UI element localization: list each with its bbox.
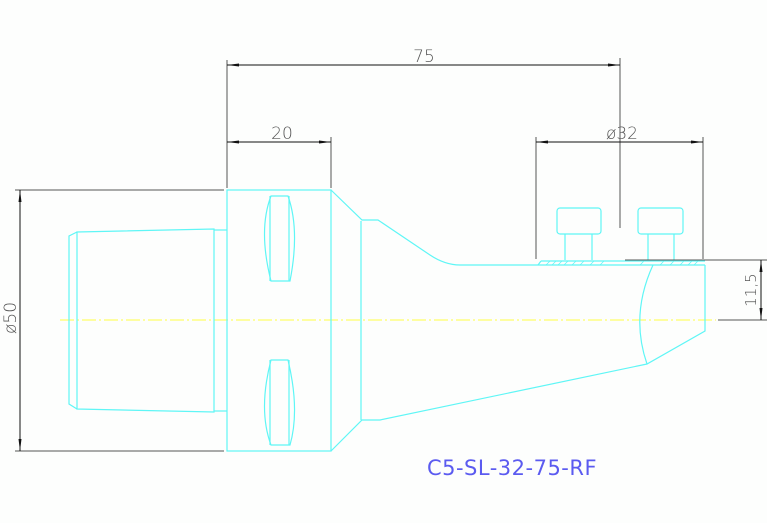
dimension-lines [15, 58, 767, 452]
shank-outline [68, 228, 227, 413]
flange-outline [226, 189, 332, 452]
screw-right [637, 207, 684, 260]
dim-overall-length: 75 [413, 47, 435, 67]
screw-left [556, 207, 602, 260]
part-number-label: C5-SL-32-75-RF [427, 456, 597, 480]
dim-flange-length: 20 [271, 124, 293, 144]
dim-flange-diameter: ø50 [1, 302, 21, 334]
dim-bore-diameter: ø32 [606, 124, 638, 144]
body-outline [330, 189, 706, 452]
dim-offset: 11,5 [742, 273, 760, 306]
